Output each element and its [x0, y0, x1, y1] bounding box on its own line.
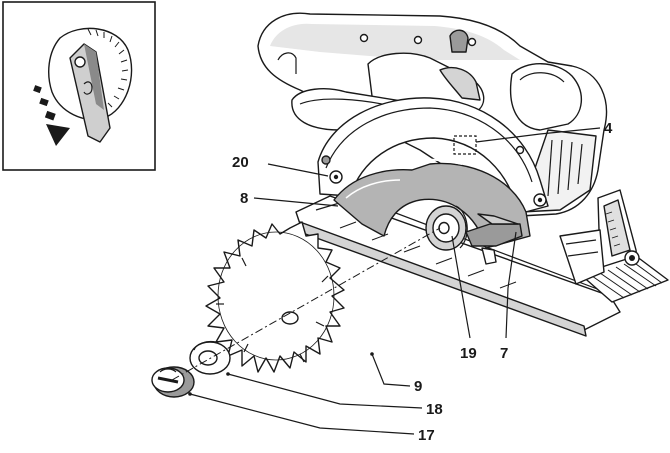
blade-arbor-hole — [281, 311, 299, 325]
lever-pivot — [74, 56, 86, 68]
bevel-scale-ticks — [605, 211, 621, 247]
housing-screw — [359, 33, 369, 43]
guard-retract-lever — [465, 213, 523, 265]
motor-vent-lines — [547, 139, 583, 197]
housing-screw — [467, 37, 477, 47]
upper-blade-guard — [317, 97, 549, 215]
spindle-assembly — [425, 205, 468, 251]
blade-expansion-slots — [216, 257, 329, 363]
assembly-axis-line — [171, 227, 441, 381]
callout-leader-lines — [188, 127, 601, 435]
inset-panel — [2, 1, 156, 171]
callout-4: 4 — [604, 120, 613, 137]
rotation-direction-arrow-icon — [33, 85, 70, 146]
callout-17: 17 — [418, 427, 435, 444]
outer-flange — [189, 340, 231, 375]
saw-blade — [205, 221, 345, 373]
callout-labels: 4 20 8 19 7 9 18 17 — [232, 120, 613, 444]
guard-screw — [515, 145, 525, 155]
base-ribs — [591, 260, 663, 299]
spindle-lock-dial — [48, 27, 133, 143]
callout-8: 8 — [240, 190, 248, 207]
callout-7: 7 — [500, 345, 508, 362]
knurl-ridges — [87, 28, 129, 108]
callout-20: 20 — [232, 154, 249, 171]
guard-screw — [321, 155, 331, 165]
callout-9: 9 — [414, 378, 422, 395]
callout-19: 19 — [460, 345, 477, 362]
blade-bolt — [151, 366, 195, 398]
spindle-hole — [438, 221, 450, 235]
hidden-component-dashed — [453, 135, 477, 155]
housing-screw — [413, 35, 423, 45]
callout-18: 18 — [426, 401, 443, 418]
